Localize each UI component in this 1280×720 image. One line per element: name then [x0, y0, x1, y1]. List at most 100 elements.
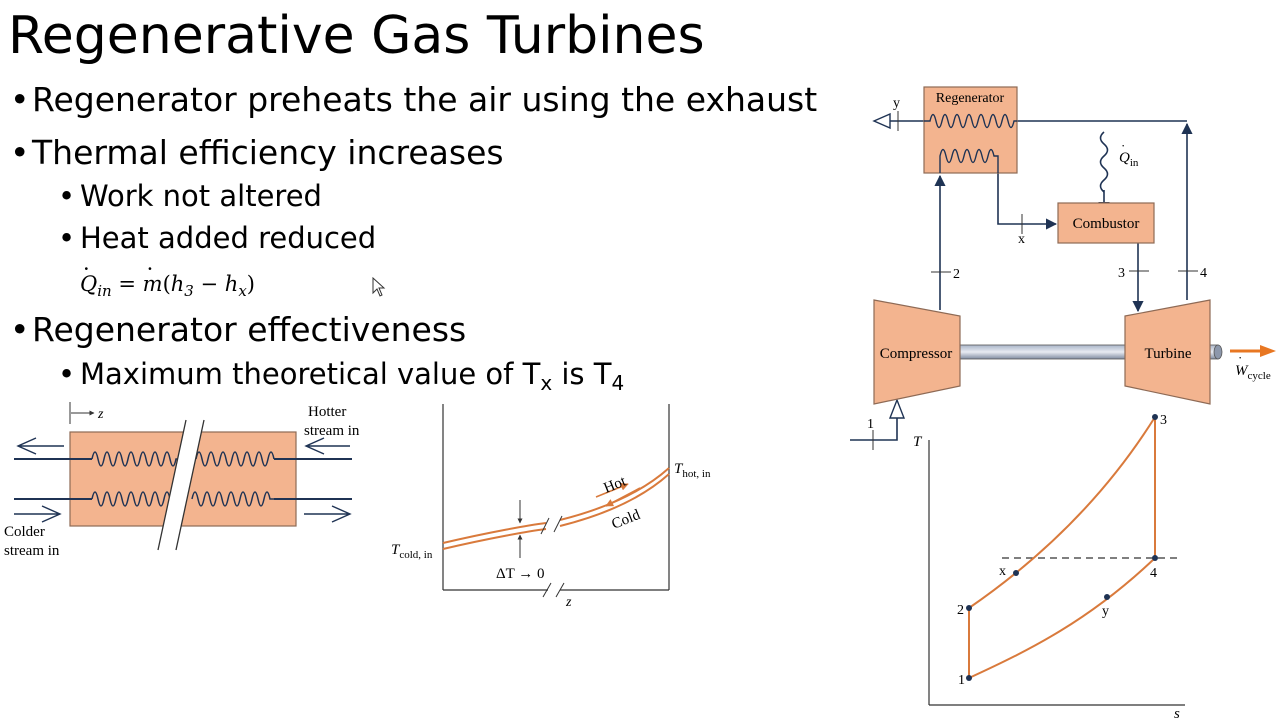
shaft-end: [1213, 344, 1223, 360]
bullet-text: Regenerator preheats the air using the e…: [32, 80, 818, 119]
temperature-profile-plot: z Hot Cold ΔT → 0 Thot, in Tcold, in: [391, 404, 711, 610]
axis-break: [542, 582, 552, 598]
exhaust-arrow-icon: [872, 112, 891, 130]
compressor-label: Compressor: [880, 346, 953, 362]
hot-in-arrow-icon: [304, 437, 350, 455]
compressor-shape: [873, 299, 961, 405]
heat-input-squiggle: [1099, 131, 1109, 193]
bullet-regenerator-effectiveness: •Regenerator effectiveness: [10, 310, 466, 350]
bullet-dot: •: [58, 221, 76, 255]
regenerator-cold-coil: [939, 148, 999, 173]
q-dot-symbol: Q·: [80, 257, 98, 296]
t-hot-in-label: Thot, in: [674, 461, 711, 480]
combustor-box: [1057, 202, 1155, 244]
state-4-label: 4: [1200, 266, 1207, 281]
hot-coil: [91, 451, 180, 467]
point-3: [1152, 414, 1158, 420]
subbullet-heat-added-reduced: •Heat added reduced: [58, 220, 376, 256]
state-1-label: 1: [867, 417, 874, 432]
point-1-label: 1: [958, 673, 965, 688]
turbine-label: Turbine: [1145, 346, 1192, 362]
point-y-label: y: [1102, 604, 1109, 619]
regen-to-combustor-line: [997, 172, 1058, 230]
w-cycle-label: Wcycle: [1235, 363, 1271, 382]
point-y: [1104, 594, 1110, 600]
regenerative-cycle-schematic: y 4 2 x 3 1 Regenerator Qin · Combustor: [850, 86, 1276, 450]
t-cold-in-label: Tcold, in: [391, 542, 433, 561]
hot-flow-arrow-icon: [595, 483, 629, 498]
regenerator-label: Regenerator: [936, 91, 1005, 106]
colder-stream-label: stream in: [4, 543, 60, 559]
state-2-label: 2: [953, 267, 960, 282]
combustor-label: Combustor: [1073, 216, 1140, 232]
point-4-label: 4: [1150, 566, 1157, 581]
ts-diagram: T s 1 2 3 4 x y: [913, 413, 1185, 720]
point-3-label: 3: [1160, 413, 1167, 428]
z-label: z: [97, 407, 104, 422]
hot-stream-curve: [442, 522, 547, 544]
counterflow-heat-exchanger: z Hotter stream in Colder stream in: [4, 402, 360, 559]
s-axis-label: s: [1174, 706, 1180, 720]
point-x: [1013, 570, 1019, 576]
cold-out-arrow-icon: [304, 505, 352, 523]
w-cycle-dot: ·: [1238, 350, 1242, 365]
cold-flow-arrow-icon: [605, 487, 641, 507]
work-output-arrow-icon: [1260, 345, 1276, 357]
subbullet-work-not-altered: •Work not altered: [58, 178, 322, 214]
q-in-label: Qin: [1119, 150, 1139, 169]
m-dot-symbol: m·: [142, 257, 163, 296]
cold-coil: [91, 491, 177, 507]
subbullet-max-theoretical: •Maximum theoretical value of Tx is T4: [58, 357, 625, 395]
delta-t-label: ΔT → 0: [496, 566, 545, 582]
point-4: [1152, 555, 1158, 561]
colder-stream-label: Colder: [4, 524, 45, 540]
turbine-shape: [1124, 299, 1211, 405]
state-y-label: y: [893, 96, 900, 111]
slide-title: Regenerative Gas Turbines: [8, 6, 705, 66]
bullet-dot: •: [10, 80, 30, 119]
hotter-stream-label: Hotter: [308, 404, 346, 420]
cold-label: Cold: [610, 507, 644, 533]
air-inlet-arrow-icon: [888, 398, 906, 419]
bullet-text: Regenerator effectiveness: [32, 310, 467, 349]
curve-break: [540, 517, 550, 535]
point-2-label: 2: [957, 603, 964, 618]
cold-in-arrow-icon: [14, 505, 62, 523]
bullet-dot: •: [10, 310, 30, 349]
hot-coil: [195, 451, 275, 467]
cold-stream-curve: [559, 473, 670, 527]
bullet-dot: •: [10, 133, 30, 172]
regenerator-hot-coil: [924, 113, 1017, 129]
state-3-label: 3: [1118, 266, 1125, 281]
process-2-3: [968, 416, 1156, 609]
bullet-thermal-efficiency: •Thermal efficiency increases: [10, 133, 504, 173]
mouse-cursor-icon: [372, 277, 386, 297]
bullet-text: Thermal efficiency increases: [32, 133, 504, 172]
q-in-dot: ·: [1121, 138, 1125, 153]
hotter-stream-label: stream in: [304, 423, 360, 439]
break-line: [175, 419, 205, 551]
point-2: [966, 605, 972, 611]
point-x-label: x: [999, 564, 1006, 579]
point-1: [966, 675, 972, 681]
hot-label: Hot: [602, 473, 630, 497]
bullet-regenerator-preheats: •Regenerator preheats the air using the …: [10, 80, 817, 120]
bullet-text: Work not altered: [80, 179, 322, 213]
break-line: [157, 419, 187, 551]
state-x-label: x: [1018, 232, 1025, 247]
t-axis-label: T: [913, 434, 923, 450]
curve-break: [553, 515, 563, 533]
bullet-dot: •: [58, 179, 76, 213]
break-gap: [158, 420, 204, 550]
process-4-1: [968, 557, 1156, 679]
hot-out-arrow-icon: [16, 437, 64, 455]
cold-stream-curve: [442, 528, 547, 550]
bullet-dot: •: [58, 357, 76, 391]
cold-coil: [191, 491, 274, 507]
dot-accent: ·: [146, 257, 154, 281]
profile-z-label: z: [565, 595, 572, 610]
heat-input-formula: Q·in = m·(h3 − hx): [80, 257, 255, 300]
dot-accent: ·: [83, 257, 90, 281]
bullet-text: Heat added reduced: [80, 221, 377, 255]
